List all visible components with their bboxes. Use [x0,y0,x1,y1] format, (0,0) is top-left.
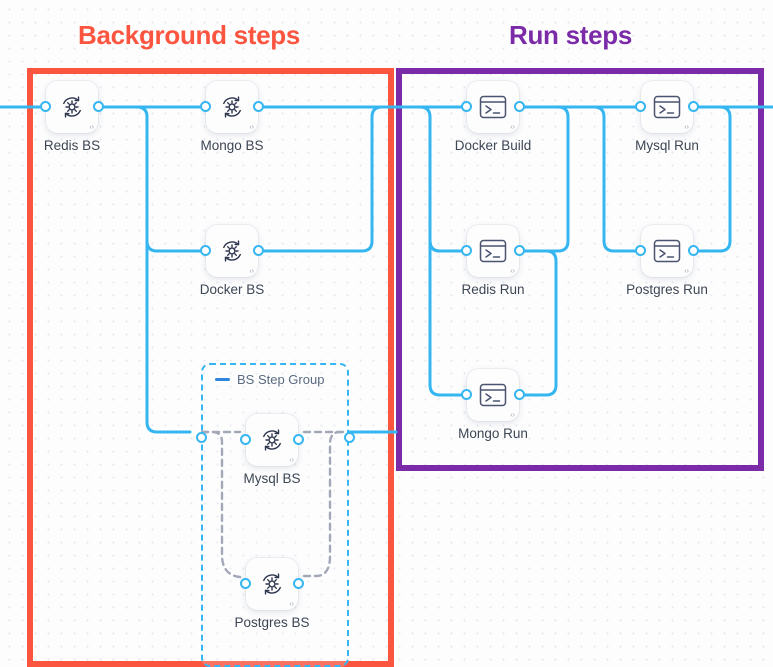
input-handle-postgres-bs[interactable] [240,578,251,589]
input-handle-mysql-bs[interactable] [240,434,251,445]
node-label-mysql-bs: Mysql BS [243,471,301,486]
code-icon[interactable]: ‹› [684,124,689,131]
gear-refresh-icon [217,236,247,266]
output-handle-docker-build[interactable] [514,101,525,112]
region-title-background-steps: Background steps [78,20,301,50]
input-handle-docker-bs[interactable] [200,245,211,256]
code-icon[interactable]: ‹› [510,412,515,419]
code-icon[interactable]: ‹› [510,124,515,131]
output-handle-mongo-run[interactable] [514,389,525,400]
output-handle-docker-bs[interactable] [253,245,264,256]
code-icon[interactable]: ‹› [684,268,689,275]
group-handle-out[interactable] [344,432,355,443]
region-title-run-steps: Run steps [509,20,632,50]
node-card-redis-run[interactable]: ‹› [467,225,519,277]
code-icon[interactable]: ‹› [289,601,294,608]
node-label-postgres-bs: Postgres BS [234,615,310,630]
node-postgres-bs[interactable]: ‹› Postgres BS [234,558,310,630]
output-handle-redis-bs[interactable] [93,101,104,112]
input-handle-redis-run[interactable] [461,245,472,256]
node-card-postgres-bs[interactable]: ‹› [246,558,298,610]
node-redis-bs[interactable]: ‹› Redis BS [40,81,104,153]
gear-refresh-icon [257,569,287,599]
output-handle-mysql-run[interactable] [688,101,699,112]
node-label-mysql-run: Mysql Run [635,138,699,153]
code-icon[interactable]: ‹› [510,268,515,275]
node-mongo-run[interactable]: ‹› Mongo Run [458,369,528,441]
region-run-steps [396,68,764,471]
output-handle-mysql-bs[interactable] [293,434,304,445]
gear-refresh-icon [217,92,247,122]
input-handle-docker-build[interactable] [461,101,472,112]
node-card-mysql-bs[interactable]: ‹› [246,414,298,466]
node-card-mongo-run[interactable]: ‹› [467,369,519,421]
region-background-steps [27,68,394,667]
node-docker-build[interactable]: ‹› Docker Build [455,81,531,153]
terminal-icon [478,382,508,408]
terminal-icon [652,238,682,264]
output-handle-redis-run[interactable] [514,245,525,256]
output-handle-mongo-bs[interactable] [253,101,264,112]
node-label-mongo-run: Mongo Run [458,426,528,441]
node-postgres-run[interactable]: ‹› Postgres Run [626,225,708,297]
output-handle-postgres-bs[interactable] [293,578,304,589]
node-label-redis-bs: Redis BS [43,138,101,153]
code-icon[interactable]: ‹› [249,268,254,275]
terminal-icon [652,94,682,120]
node-label-postgres-run: Postgres Run [626,282,708,297]
output-handle-postgres-run[interactable] [688,245,699,256]
node-card-redis-bs[interactable]: ‹› [46,81,98,133]
gear-refresh-icon [57,92,87,122]
node-label-mongo-bs: Mongo BS [200,138,264,153]
code-icon[interactable]: ‹› [89,124,94,131]
node-mysql-bs[interactable]: ‹› Mysql BS [240,414,304,486]
input-handle-redis-bs[interactable] [40,101,51,112]
input-handle-mysql-run[interactable] [635,101,646,112]
node-mysql-run[interactable]: ‹› Mysql Run [635,81,699,153]
node-redis-run[interactable]: ‹› Redis Run [461,225,525,297]
bs-step-group-label: BS Step Group [237,372,325,387]
terminal-icon [478,94,508,120]
node-docker-bs[interactable]: ‹› Docker BS [200,225,264,297]
node-label-docker-build: Docker Build [454,138,532,153]
bs-step-group-header[interactable]: BS Step Group [215,372,324,387]
terminal-icon [478,238,508,264]
node-label-redis-run: Redis Run [461,282,525,297]
node-card-mysql-run[interactable]: ‹› [641,81,693,133]
input-handle-mongo-bs[interactable] [200,101,211,112]
gear-refresh-icon [257,425,287,455]
node-card-postgres-run[interactable]: ‹› [641,225,693,277]
input-handle-mongo-run[interactable] [461,389,472,400]
node-mongo-bs[interactable]: ‹› Mongo BS [200,81,264,153]
node-card-docker-bs[interactable]: ‹› [206,225,258,277]
code-icon[interactable]: ‹› [289,457,294,464]
node-card-docker-build[interactable]: ‹› [467,81,519,133]
group-handle-in[interactable] [196,432,207,443]
node-label-docker-bs: Docker BS [199,282,265,297]
input-handle-postgres-run[interactable] [635,245,646,256]
minus-icon[interactable] [215,378,230,381]
node-card-mongo-bs[interactable]: ‹› [206,81,258,133]
code-icon[interactable]: ‹› [249,124,254,131]
